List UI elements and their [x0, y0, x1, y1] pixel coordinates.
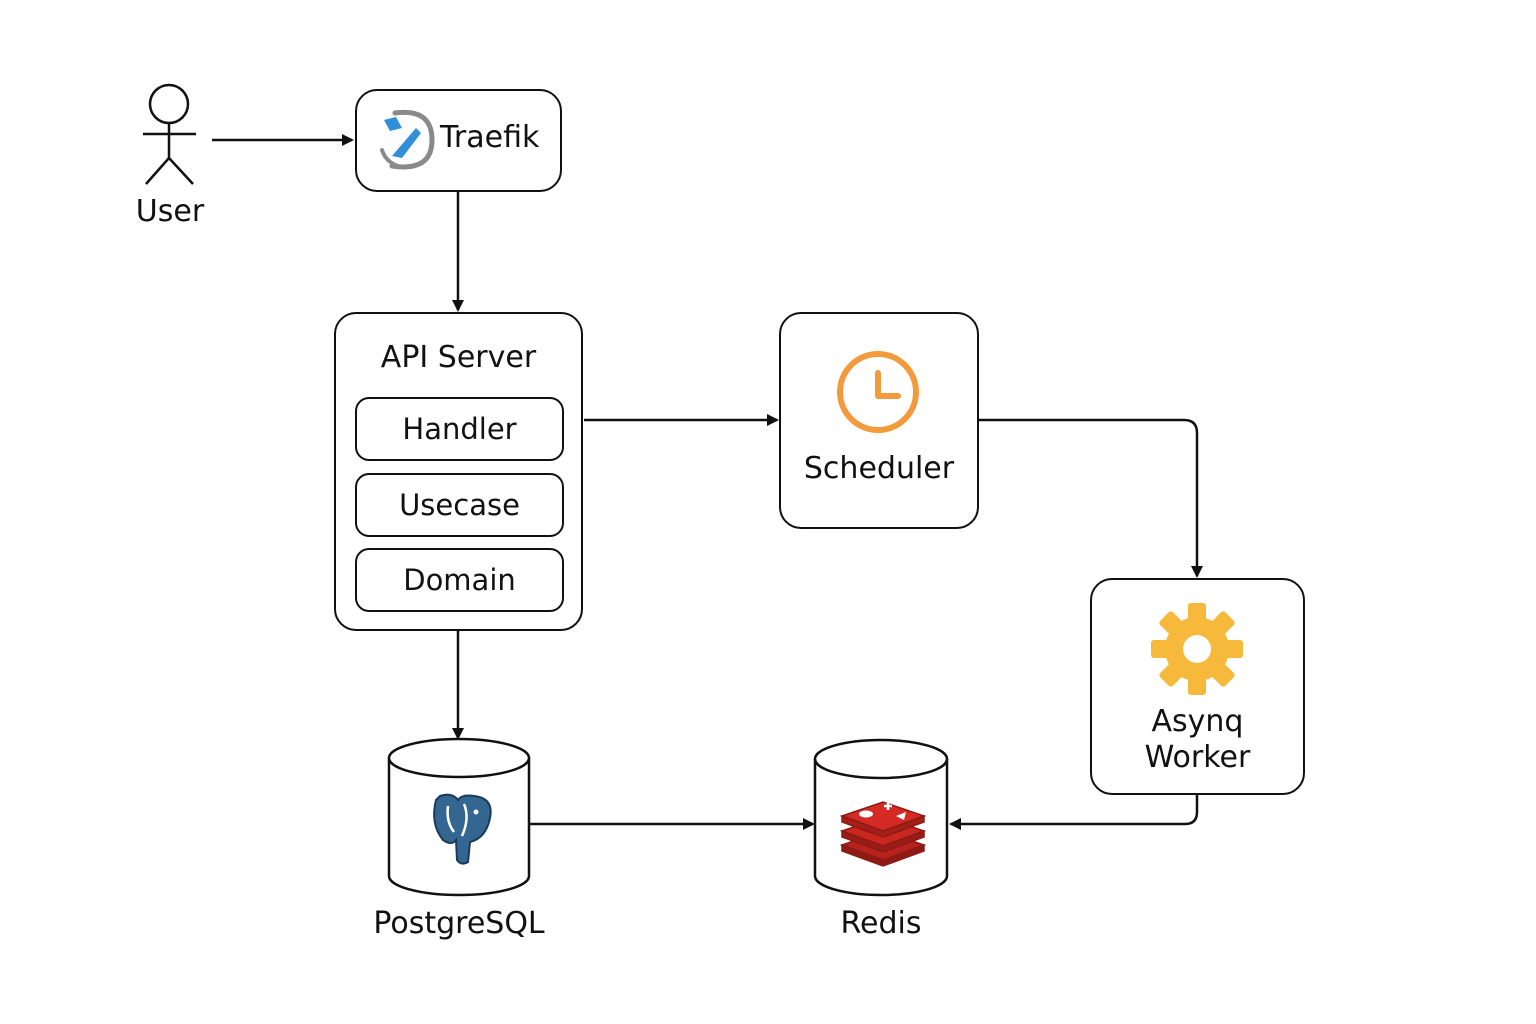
domain-layer[interactable]: Domain: [355, 548, 564, 612]
scheduler-label: Scheduler: [803, 451, 955, 486]
traefik-node[interactable]: [355, 89, 562, 192]
asynq-worker-label-line1: Asynq: [1151, 704, 1244, 739]
usecase-layer[interactable]: Usecase: [355, 473, 564, 537]
edge-worker-redis: [949, 795, 1199, 830]
asynq-worker-label-line2: Worker: [1144, 740, 1251, 775]
redis-label: Redis: [840, 906, 922, 941]
user-label: User: [135, 194, 205, 229]
scheduler-node[interactable]: [779, 312, 979, 529]
edge-scheduler-worker: [979, 418, 1203, 578]
handler-layer[interactable]: Handler: [355, 397, 564, 461]
traefik-label: Traefik: [440, 120, 540, 155]
postgresql-label: PostgreSQL: [373, 906, 545, 941]
api-server-label: API Server: [380, 340, 537, 375]
